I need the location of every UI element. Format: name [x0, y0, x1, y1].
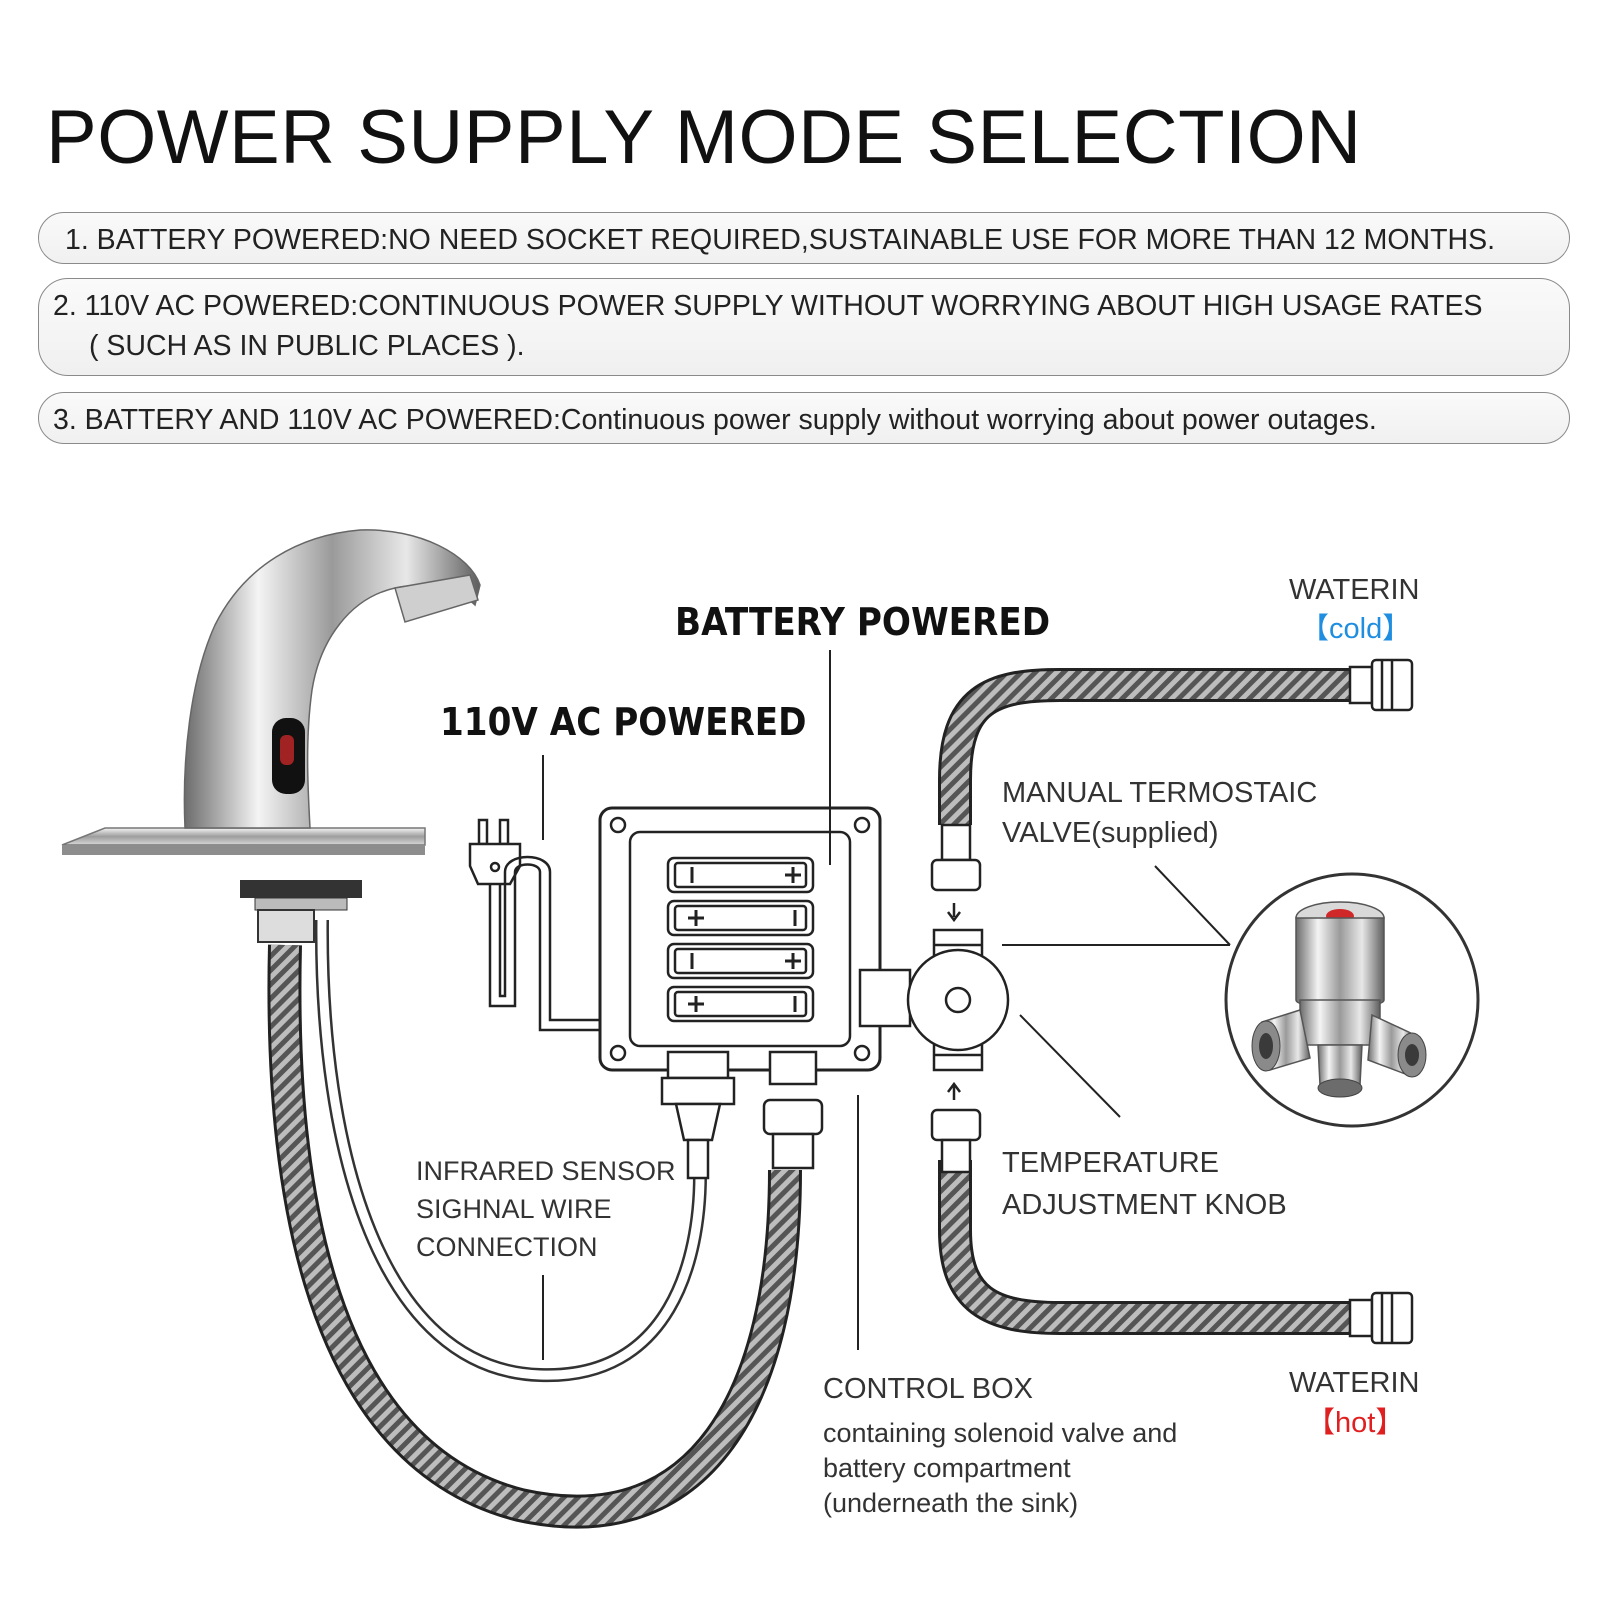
battery-icon	[666, 856, 815, 1023]
control-box-desc1: containing solenoid valve and	[823, 1418, 1178, 1448]
faucet-connector	[240, 880, 362, 943]
leader-lines	[542, 650, 1231, 1360]
control-box-label: CONTROL BOX	[823, 1373, 1034, 1405]
valve-label-line2: VALVE(supplied)	[1002, 817, 1219, 849]
battery-powered-label: BATTERY POWERED	[675, 600, 1051, 644]
control-box-icon	[598, 806, 912, 1180]
control-box-desc3: (underneath the sink)	[823, 1488, 1079, 1518]
mode-2-box: 2. 110V AC POWERED:CONTINUOUS POWER SUPP…	[38, 278, 1570, 376]
thermostatic-valve-icon	[1224, 872, 1480, 1128]
mode-1-text: 1. BATTERY POWERED:NO NEED SOCKET REQUIR…	[65, 224, 1496, 256]
hot-water-hose	[938, 1160, 1360, 1335]
sensor-label-line2: SIGHNAL WIRE	[416, 1194, 612, 1224]
valve-label-line1: MANUAL TERMOSTAIC	[1002, 777, 1318, 809]
ac-powered-label: 110V AC POWERED	[440, 700, 807, 744]
faucet-icon	[61, 529, 481, 855]
mode-3-text: 3. BATTERY AND 110V AC POWERED:Continuou…	[53, 404, 1377, 436]
cold-inlet-fitting	[1348, 658, 1414, 712]
valve-schematic	[906, 823, 1010, 1174]
page-title: POWER SUPPLY MODE SELECTION	[46, 95, 1362, 180]
waterin-hot-label: WATERIN	[1289, 1367, 1420, 1399]
sensor-label-line3: CONNECTION	[416, 1232, 598, 1262]
mode-1-box: 1. BATTERY POWERED:NO NEED SOCKET REQUIR…	[38, 212, 1570, 264]
control-box-desc2: battery compartment	[823, 1453, 1071, 1483]
knob-label-line1: TEMPERATURE	[1002, 1147, 1219, 1179]
hot-inlet-fitting	[1348, 1291, 1414, 1345]
mode-2-text: 2. 110V AC POWERED:CONTINUOUS POWER SUPP…	[53, 290, 1483, 322]
cold-tag: 【cold】	[1300, 613, 1412, 645]
sensor-label-line1: INFRARED SENSOR	[416, 1156, 676, 1186]
power-plug-icon	[468, 818, 604, 1032]
mode-3-box: 3. BATTERY AND 110V AC POWERED:Continuou…	[38, 392, 1570, 444]
knob-label-line2: ADJUSTMENT KNOB	[1002, 1189, 1287, 1221]
mode-2-text-line2: ( SUCH AS IN PUBLIC PLACES ).	[89, 329, 525, 362]
hot-tag: 【hot】	[1306, 1407, 1405, 1439]
waterin-cold-label: WATERIN	[1289, 574, 1420, 606]
